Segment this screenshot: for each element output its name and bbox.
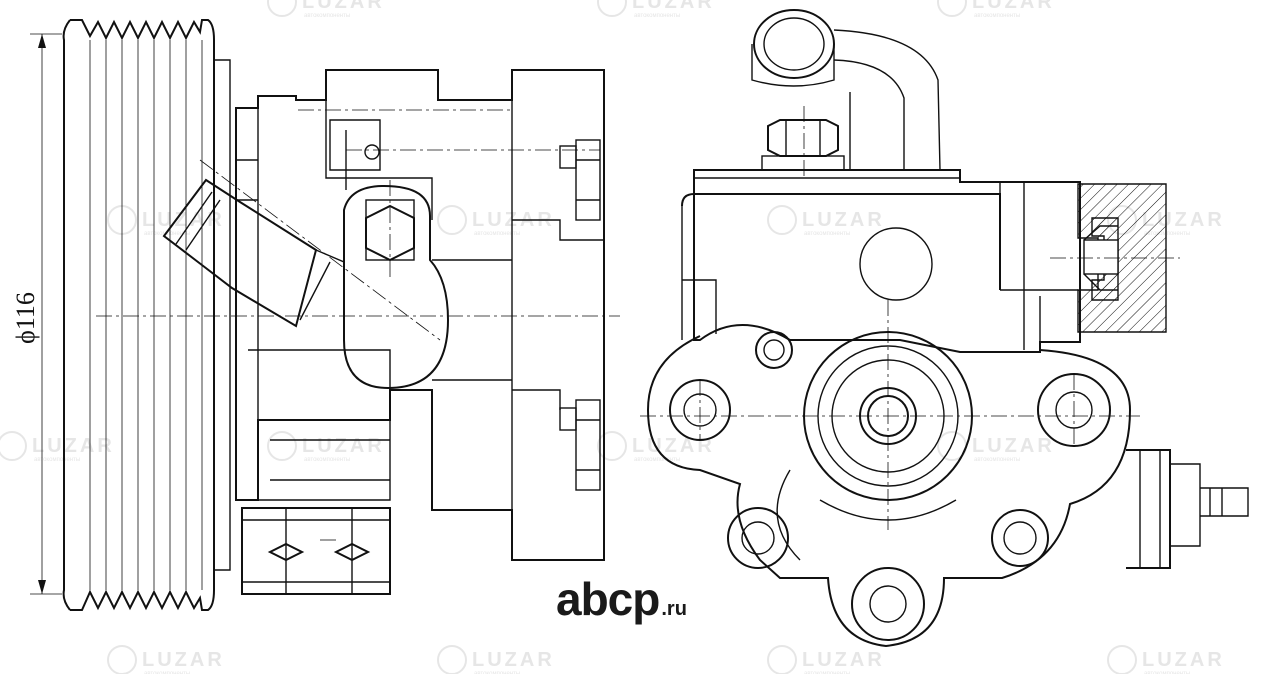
- brand-tld: .ru: [661, 598, 687, 620]
- svg-text:автокомпоненты: автокомпоненты: [1144, 231, 1190, 237]
- svg-text:автокомпоненты: автокомпоненты: [144, 671, 190, 674]
- svg-text:автокомпоненты: автокомпоненты: [34, 457, 80, 463]
- side-view: ϕ116: [11, 19, 620, 611]
- svg-text:автокомпоненты: автокомпоненты: [1144, 671, 1190, 674]
- svg-text:LUZAR: LUZAR: [32, 435, 115, 457]
- svg-text:автокомпоненты: автокомпоненты: [804, 231, 850, 237]
- svg-text:LUZAR: LUZAR: [1142, 649, 1225, 671]
- pulley: [62, 19, 231, 611]
- site-brand-logo: abcp.ru: [556, 572, 687, 626]
- flange-bolt-bottom: [559, 399, 601, 491]
- svg-text:LUZAR: LUZAR: [632, 435, 715, 457]
- pump-housing-front: [681, 169, 1081, 353]
- svg-text:LUZAR: LUZAR: [632, 0, 715, 13]
- svg-text:LUZAR: LUZAR: [802, 209, 885, 231]
- diameter-label: ϕ116: [11, 292, 40, 344]
- svg-text:автокомпоненты: автокомпоненты: [474, 231, 520, 237]
- brand-name: abcp: [556, 573, 660, 625]
- svg-text:LUZAR: LUZAR: [302, 435, 385, 457]
- svg-text:LUZAR: LUZAR: [802, 649, 885, 671]
- svg-text:LUZAR: LUZAR: [142, 649, 225, 671]
- top-hex-nut: [761, 106, 845, 180]
- svg-text:автокомпоненты: автокомпоненты: [474, 671, 520, 674]
- svg-text:автокомпоненты: автокомпоненты: [974, 457, 1020, 463]
- front-view: [640, 9, 1249, 648]
- hex-nut-side: [241, 507, 391, 595]
- pump-flange-front: [640, 300, 1249, 648]
- hose-pipe: [751, 9, 941, 171]
- svg-text:автокомпоненты: автокомпоненты: [974, 13, 1020, 19]
- svg-text:автокомпоненты: автокомпоненты: [144, 231, 190, 237]
- outlet-fitting-section: [1050, 183, 1180, 333]
- svg-text:LUZAR: LUZAR: [302, 0, 385, 13]
- svg-text:автокомпоненты: автокомпоненты: [804, 671, 850, 674]
- svg-text:автокомпоненты: автокомпоненты: [634, 457, 680, 463]
- pump-body-side: [96, 69, 620, 595]
- svg-text:автокомпоненты: автокомпоненты: [634, 13, 680, 19]
- svg-text:LUZAR: LUZAR: [472, 649, 555, 671]
- svg-text:LUZAR: LUZAR: [972, 0, 1055, 13]
- svg-text:автокомпоненты: автокомпоненты: [304, 457, 350, 463]
- flange-bolt-top: [559, 139, 601, 221]
- svg-text:автокомпоненты: автокомпоненты: [304, 13, 350, 19]
- diameter-dimension: ϕ116: [11, 33, 62, 595]
- svg-text:LUZAR: LUZAR: [972, 435, 1055, 457]
